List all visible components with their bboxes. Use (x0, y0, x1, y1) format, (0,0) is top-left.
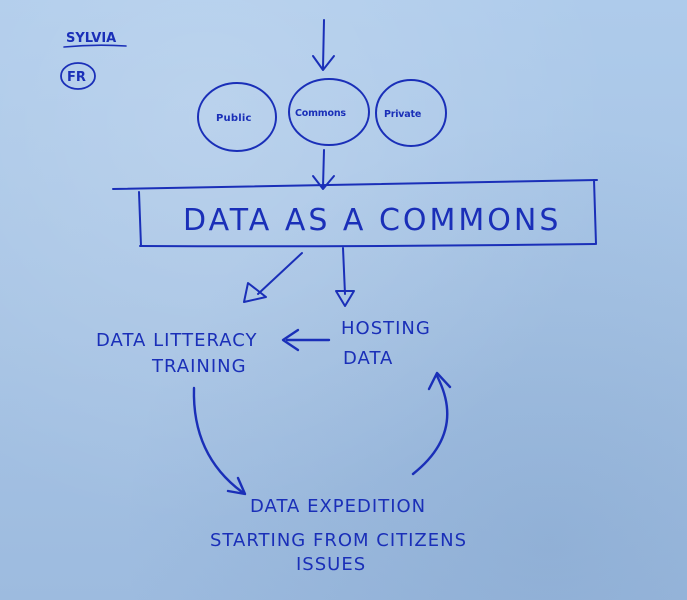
middle-arrow-shaft (322, 149, 325, 188)
literacy-line1: DATA LITTERACY (96, 330, 258, 351)
expedition-line2: STARTING FROM CITIZENS (210, 530, 467, 551)
main-box-title: DATA AS A COMMONS (183, 203, 561, 238)
top-arrow-head (312, 55, 335, 71)
author-underline (63, 44, 127, 48)
country-badge-text: FR (67, 70, 86, 85)
center-down-arrow-head (335, 290, 355, 307)
public-circle (197, 82, 277, 152)
expedition-line3: ISSUES (296, 554, 366, 575)
main-box-right (593, 179, 597, 245)
hosting-line1: HOSTING (341, 318, 431, 339)
hosting-line2: DATA (343, 348, 393, 369)
main-box-left (138, 191, 142, 247)
commons-circle (288, 78, 370, 146)
expedition-to-hosting-head (427, 371, 452, 391)
private-label: Private (384, 109, 421, 120)
private-circle (375, 79, 447, 147)
expedition-to-hosting-arc (411, 374, 449, 476)
literacy-to-expedition-head (226, 476, 247, 496)
country-badge-circle (60, 62, 96, 90)
hosting-to-literacy-head (281, 328, 300, 352)
literacy-to-expedition-arc (192, 386, 244, 494)
expedition-line1: DATA EXPEDITION (250, 496, 426, 517)
public-label: Public (216, 113, 252, 124)
middle-arrow-head (312, 175, 335, 190)
left-diag-arrow-head (243, 282, 267, 303)
left-diag-arrow-shaft (257, 252, 303, 295)
center-down-arrow-shaft (342, 247, 346, 295)
author-name: SYLVIA (66, 31, 116, 46)
main-box-top (112, 179, 598, 190)
top-arrow-shaft (322, 19, 325, 69)
commons-label: Commons (295, 108, 346, 119)
main-box-bottom (139, 243, 596, 248)
literacy-line2: TRAINING (151, 356, 247, 377)
